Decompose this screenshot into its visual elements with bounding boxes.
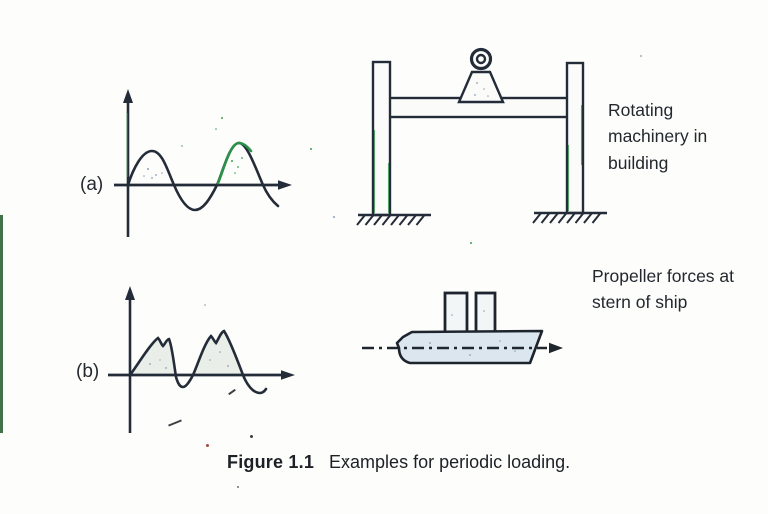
panel-a-label: (a) [80,174,104,195]
left-column [371,60,392,217]
up-arrow-icon [123,89,133,103]
annotation-rotating-machinery: Rotating machinery in building [608,100,708,173]
right-arrow-icon [278,180,292,190]
figure-caption-text: Examples for periodic loading. [329,452,571,472]
scan-speckle [237,486,239,488]
right-arrow-icon [549,342,563,354]
up-arrow-icon [125,286,135,300]
rotating-machine-inner-ring [475,53,487,65]
periodic-load-graph [108,286,295,433]
panel-b-label: (b) [76,361,100,382]
right-column [565,61,585,215]
periodic-wave-curve [128,329,268,395]
shade-hump-2 [193,331,243,375]
machine-pedestal [457,70,505,104]
annotation-propeller-forces: Propeller forces at stern of ship [592,266,735,313]
scan-speckle [640,55,642,57]
hull-speckles [429,310,516,356]
sine-wave-curve [126,141,280,212]
right-arrow-icon [281,370,295,380]
scan-speckle [250,435,253,438]
pedestal-speckles [474,82,489,97]
scan-speckle [206,444,209,447]
right-ground-support [532,211,607,224]
ship-funnel-left [443,291,469,335]
scan-speckle [310,148,312,150]
scan-speckles [143,117,243,179]
scan-speckle [345,458,347,460]
building-frame-drawing [356,47,607,226]
scan-speckles [149,304,229,369]
sine-wave-green-segment [216,141,253,185]
ship-funnel-right [474,291,497,335]
figure-caption: Figure 1.1 Examples for periodic loading… [227,452,570,473]
ship-drawing [362,291,563,365]
scan-speckle [333,216,335,218]
rotating-machine-icon [469,47,493,71]
scan-edge-bar [0,215,3,433]
figure-caption-number: Figure 1.1 [227,452,315,472]
shade-hump-1 [130,338,176,375]
column-green-tint [373,105,583,213]
scan-speckle [470,242,472,244]
left-ground-support [356,213,431,226]
harmonic-load-graph [114,89,292,237]
